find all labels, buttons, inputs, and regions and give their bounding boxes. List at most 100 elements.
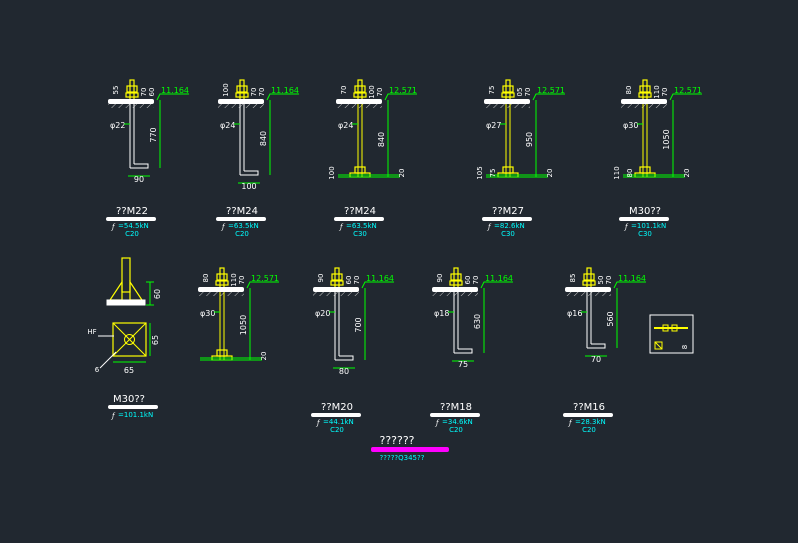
title-underline: [430, 413, 480, 417]
length-dim: 700: [354, 317, 363, 332]
plate-dim: 20: [398, 169, 406, 178]
slab-hatch: [218, 104, 264, 108]
slab-hatch: [336, 104, 382, 108]
elevation-mark: [246, 281, 279, 289]
bolt-washer: [638, 92, 652, 98]
force-symbol: ƒ: [110, 223, 116, 231]
slab-hatch: [565, 292, 611, 296]
bolt-nut: [216, 273, 228, 281]
bolt-nut: [126, 85, 138, 93]
elevation: 12.571: [251, 274, 279, 283]
top-dim-2: 70: [376, 88, 384, 97]
top-dim-2: 70: [661, 88, 669, 97]
bolt-force: =101.1kN: [631, 222, 666, 230]
title-underline: [619, 217, 669, 221]
bolt-concrete: C20: [449, 426, 463, 434]
nut-dim: 55: [112, 86, 120, 95]
bolt-title: ??M24: [226, 206, 258, 217]
title-underline: [482, 217, 532, 221]
bolt-thread: [239, 79, 245, 103]
top-dim-2: 70: [605, 276, 613, 285]
nut-dim: 75: [488, 86, 496, 95]
base-plate-plan: [112, 322, 147, 357]
top-dim-2: 70: [258, 88, 266, 97]
elevation: 11.164: [618, 274, 646, 283]
elevation-mark: [669, 93, 702, 101]
leader-label: 6: [95, 366, 100, 374]
small-box-dim: 8: [681, 345, 689, 349]
elevation-mark: [384, 93, 417, 101]
legend-title: ??????: [379, 434, 414, 447]
bolt-concrete: C20: [330, 426, 344, 434]
top-dim: 110: [230, 273, 238, 286]
bar-hook: [240, 170, 259, 176]
bolt-force: =63.5kN: [228, 222, 259, 230]
length-dim: 950: [525, 132, 534, 147]
bolt-nut: [331, 273, 343, 281]
top-dim-2: 70: [472, 276, 480, 285]
elevation: 12.571: [389, 86, 417, 95]
bolt-washer: [215, 280, 229, 286]
bolt-force: =44.1kN: [323, 418, 354, 426]
force-symbol: ƒ: [338, 223, 344, 231]
bolt-thread: [586, 267, 592, 291]
top-dim: 60: [464, 276, 472, 285]
elevation: 11.164: [485, 274, 513, 283]
plate-dim: 20: [683, 169, 691, 178]
bolt-hole: [124, 334, 135, 345]
bolt-force: =34.6kN: [442, 418, 473, 426]
elevation-mark: [266, 93, 299, 101]
bolt-title: ??M27: [492, 206, 524, 217]
stiffener-plate: [121, 257, 131, 293]
bolt-nut: [502, 85, 514, 93]
anchor-nut: [639, 166, 651, 174]
bolt-concrete: C20: [582, 426, 596, 434]
foot-dim: 100: [241, 182, 256, 191]
bottom-dim: 100: [328, 166, 336, 179]
bolt-washer: [125, 92, 139, 98]
bolt-force: =54.5kN: [118, 222, 149, 230]
nut-dim: 100: [222, 83, 230, 96]
nut-dim: 80: [202, 274, 210, 283]
bolt-title: ??M20: [321, 402, 353, 413]
force-symbol: ƒ: [623, 223, 629, 231]
stiffener-right: [129, 280, 144, 301]
plate-dim: 20: [260, 352, 268, 361]
bolt-concrete: C30: [501, 230, 515, 238]
top-dim: 110: [653, 85, 661, 98]
base-slab: [484, 99, 530, 104]
hf-label: HF: [87, 328, 96, 336]
bolt-title: ??M22: [116, 206, 148, 217]
bolt-concrete: C20: [235, 230, 249, 238]
bolt-thread: [453, 267, 459, 291]
base-slab: [565, 287, 611, 292]
bottom-dim-2: 75: [489, 169, 497, 178]
foot-dim: 75: [458, 360, 468, 369]
bolt-nut: [639, 85, 651, 93]
bolt-title: ??M16: [573, 402, 605, 413]
detail-title: M30??: [113, 394, 145, 405]
svg-text:ƒ: ƒ: [110, 412, 116, 420]
slab-hatch: [484, 104, 530, 108]
bolt-washer: [330, 280, 344, 286]
slab-hatch: [108, 104, 154, 108]
base-slab: [432, 287, 478, 292]
force-symbol: ƒ: [567, 419, 573, 427]
base-plate-elevation: [106, 299, 146, 306]
top-dim: 05: [516, 88, 524, 97]
force-symbol: ƒ: [220, 223, 226, 231]
anchor-nut: [216, 349, 228, 357]
title-underline: [334, 217, 384, 221]
side-dim: 65: [151, 335, 160, 345]
base-slab: [108, 99, 154, 104]
slab-hatch: [313, 292, 359, 296]
nut-dim: 85: [569, 274, 577, 283]
